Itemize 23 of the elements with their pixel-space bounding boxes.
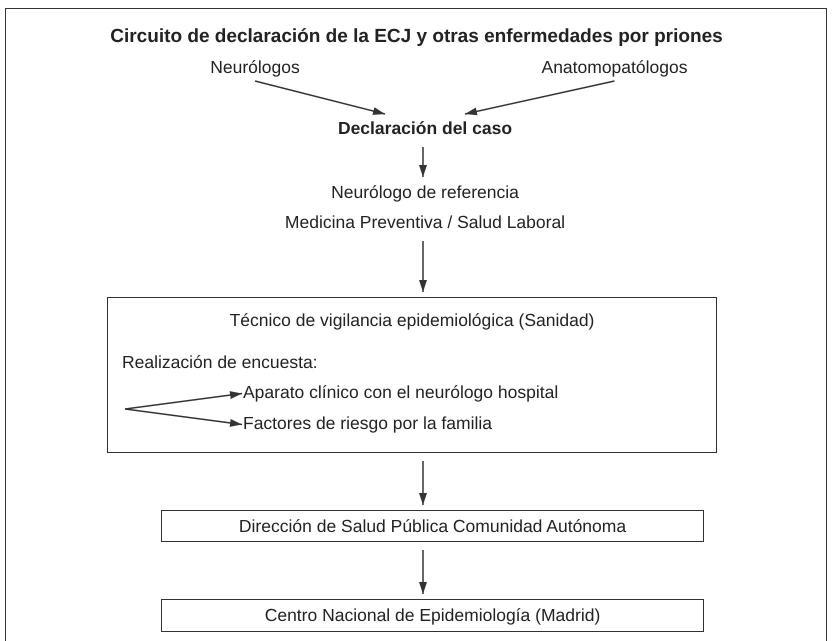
arrow bbox=[419, 461, 427, 505]
arrow bbox=[419, 241, 427, 292]
box-text: Realización de encuesta: bbox=[122, 352, 318, 373]
arrow bbox=[254, 80, 386, 115]
box-text: Centro Nacional de Epidemiología (Madrid) bbox=[264, 605, 600, 626]
arrow bbox=[124, 391, 242, 410]
step-label: Neurólogo de referencia bbox=[330, 182, 520, 203]
diagram-title: Circuito de declaración de la ECJ y otras enfermedades por priones bbox=[109, 26, 724, 48]
arrow bbox=[419, 147, 427, 177]
arrow bbox=[464, 80, 615, 116]
process-box bbox=[161, 510, 704, 542]
process-box bbox=[161, 599, 704, 632]
box-heading: Técnico de vigilancia epidemiológica (Sanidad) bbox=[228, 310, 596, 331]
list-item: Aparato clínico con el neurólogo hospital bbox=[243, 382, 558, 403]
step-label: Medicina Preventiva / Salud Laboral bbox=[284, 212, 566, 233]
arrow bbox=[419, 550, 427, 594]
step-heading: Declaración del caso bbox=[338, 118, 512, 139]
arrow bbox=[124, 408, 242, 427]
step-label: Neurólogos bbox=[210, 57, 300, 78]
step-label: Anatomopatólogos bbox=[542, 57, 688, 78]
list-item: Factores de riesgo por la familia bbox=[243, 413, 492, 434]
box-text: Dirección de Salud Pública Comunidad Autónoma bbox=[238, 516, 626, 536]
process-box bbox=[107, 297, 717, 453]
